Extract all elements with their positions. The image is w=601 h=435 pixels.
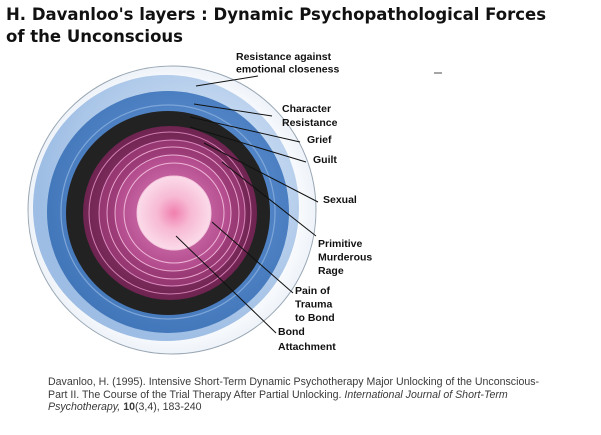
leader-line-primitive-rage bbox=[221, 161, 317, 237]
citation-issue-pages: (3,4), 183-240 bbox=[134, 401, 202, 413]
layer-bond-attachment bbox=[136, 175, 212, 251]
citation-article: Intensive Short-Term Dynamic Psychothera… bbox=[48, 376, 540, 401]
ring-rage-inner bbox=[106, 146, 240, 280]
label-guilt: Guilt bbox=[313, 154, 337, 166]
label-grief: Grief bbox=[307, 134, 332, 146]
label-pain-of-trauma-to-bond: Pain of Trauma to Bond bbox=[295, 285, 335, 324]
leader-line-grief bbox=[189, 116, 301, 143]
ring-grief-guilt-divider bbox=[60, 104, 276, 320]
leader-line-resistance bbox=[195, 75, 259, 87]
ring-trauma-inner bbox=[123, 162, 225, 264]
ring-sexual-inner bbox=[88, 131, 252, 295]
leader-line-sexual bbox=[203, 142, 319, 203]
label-sexual: Sexual bbox=[323, 194, 357, 206]
citation: Davanloo, H. (1995). Intensive Short-Ter… bbox=[48, 376, 548, 414]
leader-line-guilt bbox=[189, 126, 307, 163]
leader-line-bond-attachment bbox=[175, 235, 277, 334]
page-title: H. Davanloo's layers : Dynamic Psychopat… bbox=[6, 5, 547, 46]
leader-line-pain-of-trauma bbox=[211, 221, 294, 294]
citation-volume: 10 bbox=[123, 401, 135, 413]
label-character-resistance: Character Resistance bbox=[282, 103, 338, 129]
citation-authors: Davanloo, H. (1995). bbox=[48, 376, 146, 388]
leader-line-character-resistance bbox=[193, 103, 273, 117]
citation-journal: International Journal of Short-Term Psyc… bbox=[48, 388, 508, 414]
label-primitive-murderous-rage: Primitive Murderous Rage bbox=[318, 238, 375, 277]
label-bond-attachment: Bond Attachment bbox=[278, 326, 336, 353]
label-resistance-against-emotional-closeness: Resistance against emotional closeness bbox=[236, 51, 339, 76]
